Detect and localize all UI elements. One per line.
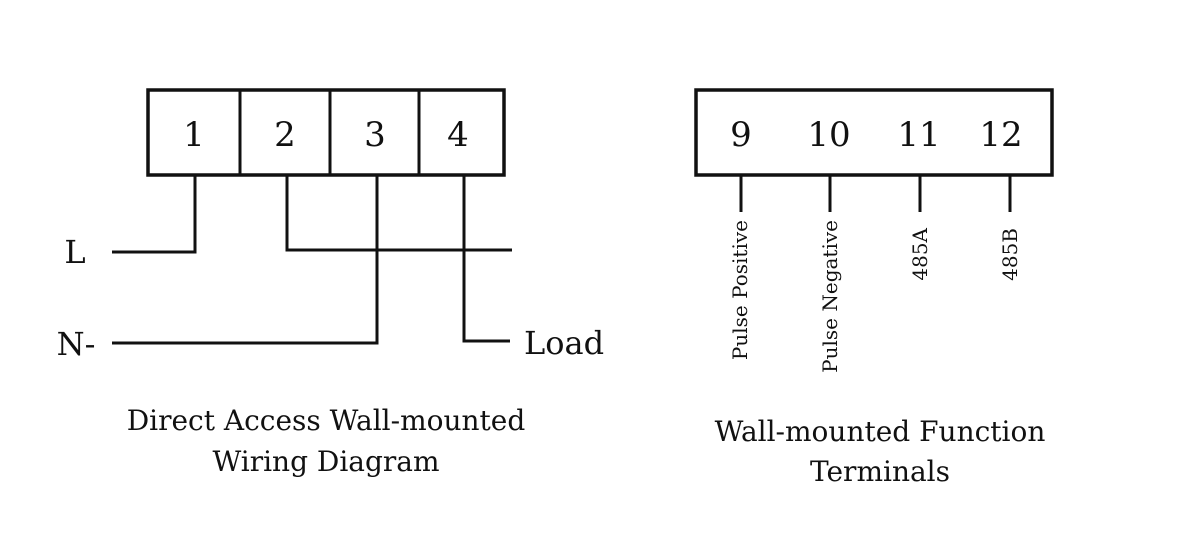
right-terminal-frame [694, 88, 1054, 177]
left-caption-line-2: Wiring Diagram [212, 445, 439, 478]
load-label: Load [524, 324, 604, 362]
485a-label: 485A [908, 227, 932, 280]
neutral-label: N- [57, 325, 96, 363]
right-function-terminals: 9 10 11 12 Pulse Positive Pulse Negative… [694, 88, 1054, 488]
right-caption-line-2: Terminals [810, 455, 950, 488]
right-caption-line-1: Wall-mounted Function [715, 415, 1046, 448]
pulse-positive-label: Pulse Positive [728, 220, 752, 360]
left-terminal-block: 1 2 3 4 [146, 88, 506, 177]
terminal-12-label: 12 [979, 115, 1022, 155]
terminal-1-label: 1 [183, 115, 205, 155]
485b-label: 485B [998, 228, 1022, 281]
terminal-4-label: 4 [447, 115, 469, 155]
wire-terminal-2 [285, 175, 512, 252]
pulse-negative-label: Pulse Negative [818, 220, 842, 373]
terminal-11-label: 11 [897, 115, 940, 155]
wire-terminal-1-line [112, 175, 197, 254]
wire-terminal-3-neutral [112, 175, 379, 345]
terminal-10-label: 10 [807, 115, 850, 155]
terminal-3-label: 3 [364, 115, 386, 155]
terminal-9-label: 9 [730, 115, 752, 155]
line-label: L [64, 233, 85, 271]
left-wiring-diagram: 1 2 3 4 L N- Load Direct Access Wall-mou… [57, 88, 604, 478]
terminal-2-label: 2 [274, 115, 296, 155]
left-caption-line-1: Direct Access Wall-mounted [127, 404, 526, 437]
wire-terminal-4-load [462, 175, 510, 343]
left-terminal-frame [146, 88, 506, 177]
